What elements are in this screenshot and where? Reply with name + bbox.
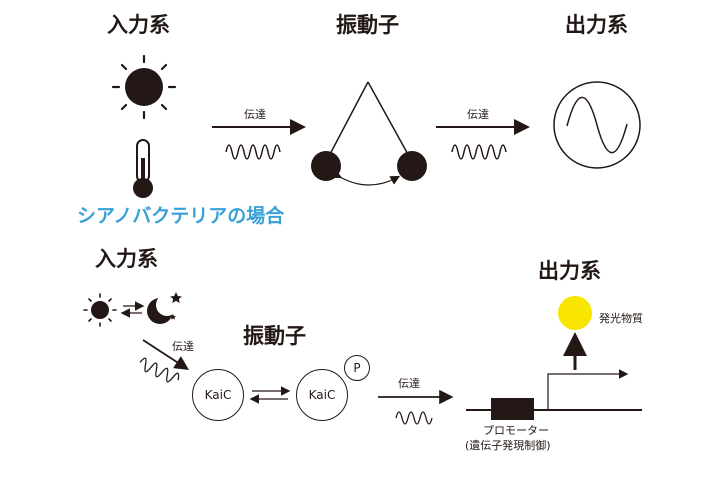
- sine-output-icon: [553, 81, 641, 169]
- signal-label: 伝達: [398, 377, 420, 390]
- signal-label: 伝達: [172, 340, 194, 353]
- wave-icon: [395, 411, 433, 425]
- sun-icon: [111, 54, 177, 120]
- promoter-subtitle: (遺伝子発現制御): [465, 439, 551, 452]
- transcription-arrow: [547, 369, 629, 410]
- input-title: 入力系: [107, 13, 170, 37]
- input-title: 入力系: [95, 247, 158, 271]
- output-title: 出力系: [538, 259, 601, 283]
- thermometer-icon: [133, 139, 153, 198]
- exchange-arrows-icon: [120, 301, 145, 318]
- oscillator-title: 振動子: [336, 13, 399, 37]
- kaic-exchange-arrows: [249, 386, 291, 404]
- kaic-node: KaiC: [192, 369, 244, 421]
- kaic-label: KaiC: [308, 388, 336, 402]
- product-label: 発光物質: [599, 312, 643, 325]
- signal-label: 伝達: [244, 108, 266, 121]
- output-title: 出力系: [565, 13, 628, 37]
- signal-arrow-diagonal: [142, 339, 190, 370]
- wave-icon: [225, 144, 281, 160]
- wave-icon: [451, 144, 507, 160]
- star-icon: [170, 292, 182, 320]
- caption: シアノバクテリアの場合: [77, 205, 285, 227]
- phosphate-label: P: [353, 361, 361, 375]
- sun-icon: [83, 293, 117, 327]
- oscillator-title: 振動子: [243, 324, 306, 348]
- pendulum-icon: [311, 81, 427, 186]
- wave-icon: [139, 357, 180, 383]
- promoter-block: [491, 398, 534, 420]
- kaic-label: KaiC: [204, 388, 232, 402]
- signal-label: 伝達: [467, 108, 489, 121]
- phosphate-node: P: [344, 355, 370, 381]
- luminescent-product-icon: [558, 296, 592, 330]
- kaic-node: KaiC: [296, 369, 348, 421]
- promoter-label: プロモーター: [483, 424, 549, 437]
- moon-icon: [147, 294, 178, 324]
